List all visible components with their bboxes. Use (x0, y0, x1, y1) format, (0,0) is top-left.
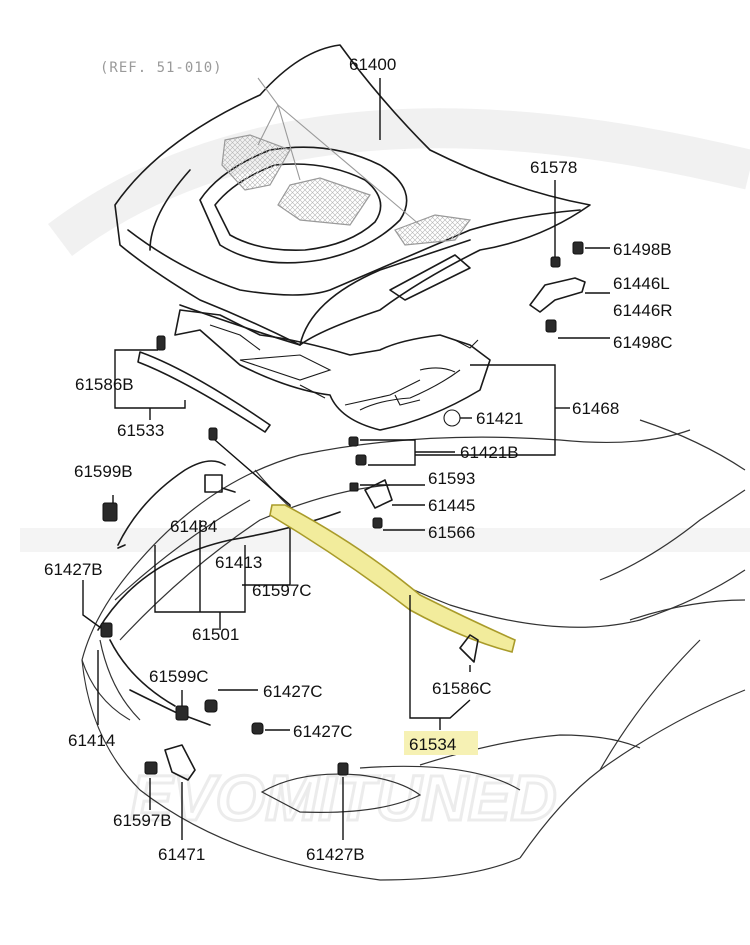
label-61533: 61533 (117, 421, 164, 440)
label-61498B: 61498B (613, 240, 672, 259)
hood-underside-61468 (174, 309, 491, 431)
clip-61586C (459, 634, 479, 672)
weatherstrip-61534[interactable] (269, 504, 516, 653)
label-61599C: 61599C (149, 667, 209, 686)
label-61446R: 61446R (613, 301, 673, 320)
label-61498C: 61498C (613, 333, 673, 352)
label-61414: 61414 (68, 731, 115, 750)
label-61586B: 61586B (75, 375, 134, 394)
label-61446L: 61446L (613, 274, 670, 293)
highlight-61534-box (404, 731, 478, 755)
label-61427B-bottom: 61427B (306, 845, 365, 864)
latch-parts (349, 479, 425, 531)
label-61484: 61484 (170, 517, 217, 536)
label-61597B: 61597B (113, 811, 172, 830)
label-61427B-top: 61427B (44, 560, 103, 579)
hinge-hardware-right (529, 180, 610, 339)
label-61534[interactable]: 61534 (409, 735, 456, 754)
lower-hardware (97, 650, 349, 840)
label-61593: 61593 (428, 469, 475, 488)
label-61468: 61468 (572, 399, 619, 418)
label-61427C-a: 61427C (263, 682, 323, 701)
label-61597C: 61597C (252, 581, 312, 600)
mesh-grilles (221, 134, 472, 246)
weatherstrip-61533 (114, 335, 271, 433)
label-61427C-b: 61427C (293, 722, 353, 741)
label-61501: 61501 (192, 625, 239, 644)
label-61421B: 61421B (460, 443, 519, 462)
label-61400: 61400 (349, 55, 396, 74)
group-61468 (348, 364, 570, 466)
label-61421: 61421 (476, 409, 523, 428)
label-61566: 61566 (428, 523, 475, 542)
label-61471: 61471 (158, 845, 205, 864)
label-61445: 61445 (428, 496, 475, 515)
leader-61534 (409, 595, 471, 719)
ref-note: (REF. 51-010) (100, 60, 223, 76)
label-61413: 61413 (215, 553, 262, 572)
ref-leaders (257, 77, 421, 226)
label-61586C: 61586C (432, 679, 492, 698)
label-61599B: 61599B (74, 462, 133, 481)
label-61578: 61578 (530, 158, 577, 177)
